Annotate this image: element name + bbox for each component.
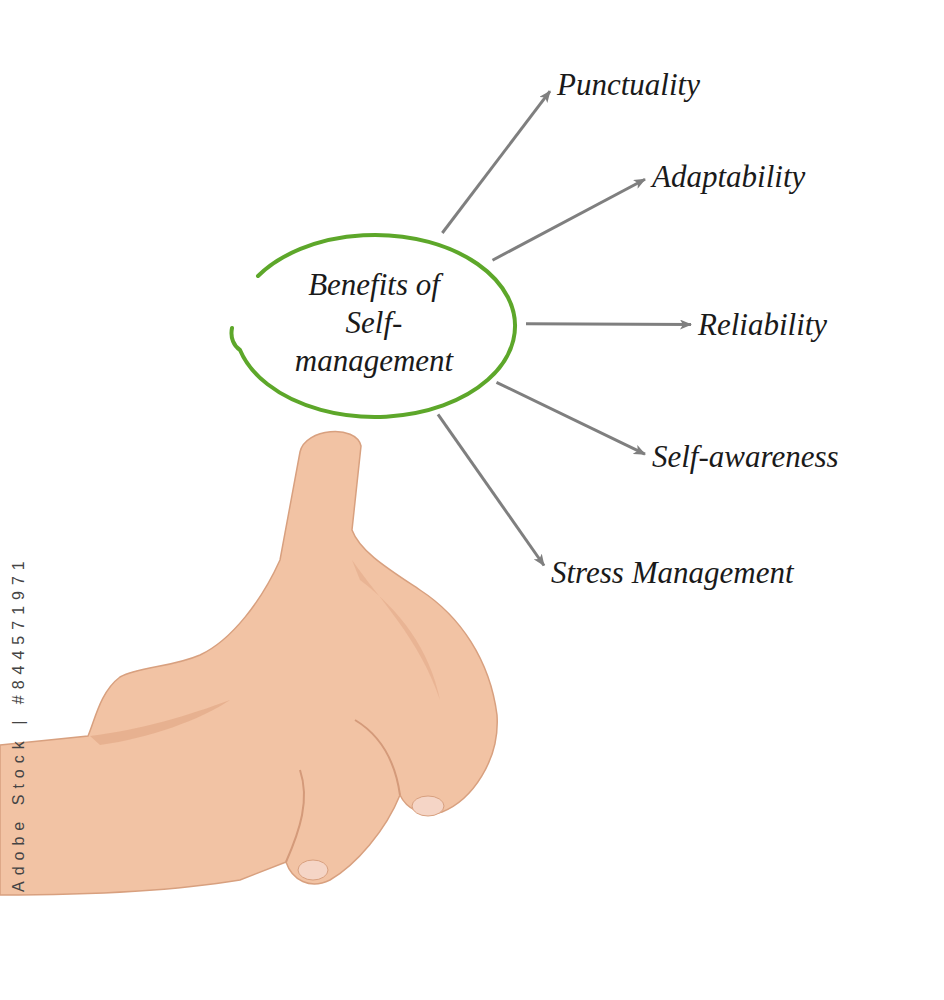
benefit-item: Stress Management bbox=[549, 554, 796, 591]
fingernail bbox=[412, 796, 444, 816]
arrow-connector bbox=[442, 91, 550, 233]
benefit-label: Self-awareness bbox=[650, 438, 841, 475]
benefit-item: Reliability bbox=[696, 306, 829, 343]
arrow-connector bbox=[438, 414, 544, 565]
arrow-connector bbox=[497, 382, 646, 454]
knuckle-shading bbox=[352, 560, 440, 700]
benefit-label: Adaptability bbox=[650, 158, 807, 195]
arrow-connector bbox=[493, 179, 646, 260]
benefit-item: Punctuality bbox=[555, 66, 702, 103]
finger-crease bbox=[355, 720, 400, 795]
hand-shape bbox=[0, 432, 497, 895]
finger-crease bbox=[286, 770, 304, 862]
ellipse-stroke bbox=[231, 235, 515, 417]
benefit-label: Reliability bbox=[696, 306, 829, 343]
central-title: Benefits of Self- management bbox=[284, 266, 464, 379]
arrow-connector bbox=[526, 322, 691, 326]
fingernail bbox=[298, 860, 328, 880]
benefit-label: Stress Management bbox=[549, 554, 796, 591]
benefit-label: Punctuality bbox=[555, 66, 702, 103]
thumb-shading bbox=[90, 700, 230, 745]
benefit-item: Self-awareness bbox=[650, 438, 841, 475]
center-ellipse: Benefits of Self- management bbox=[228, 228, 520, 418]
benefit-item: Adaptability bbox=[650, 158, 807, 195]
stock-watermark: Adobe Stock | #844571971 bbox=[10, 555, 28, 892]
